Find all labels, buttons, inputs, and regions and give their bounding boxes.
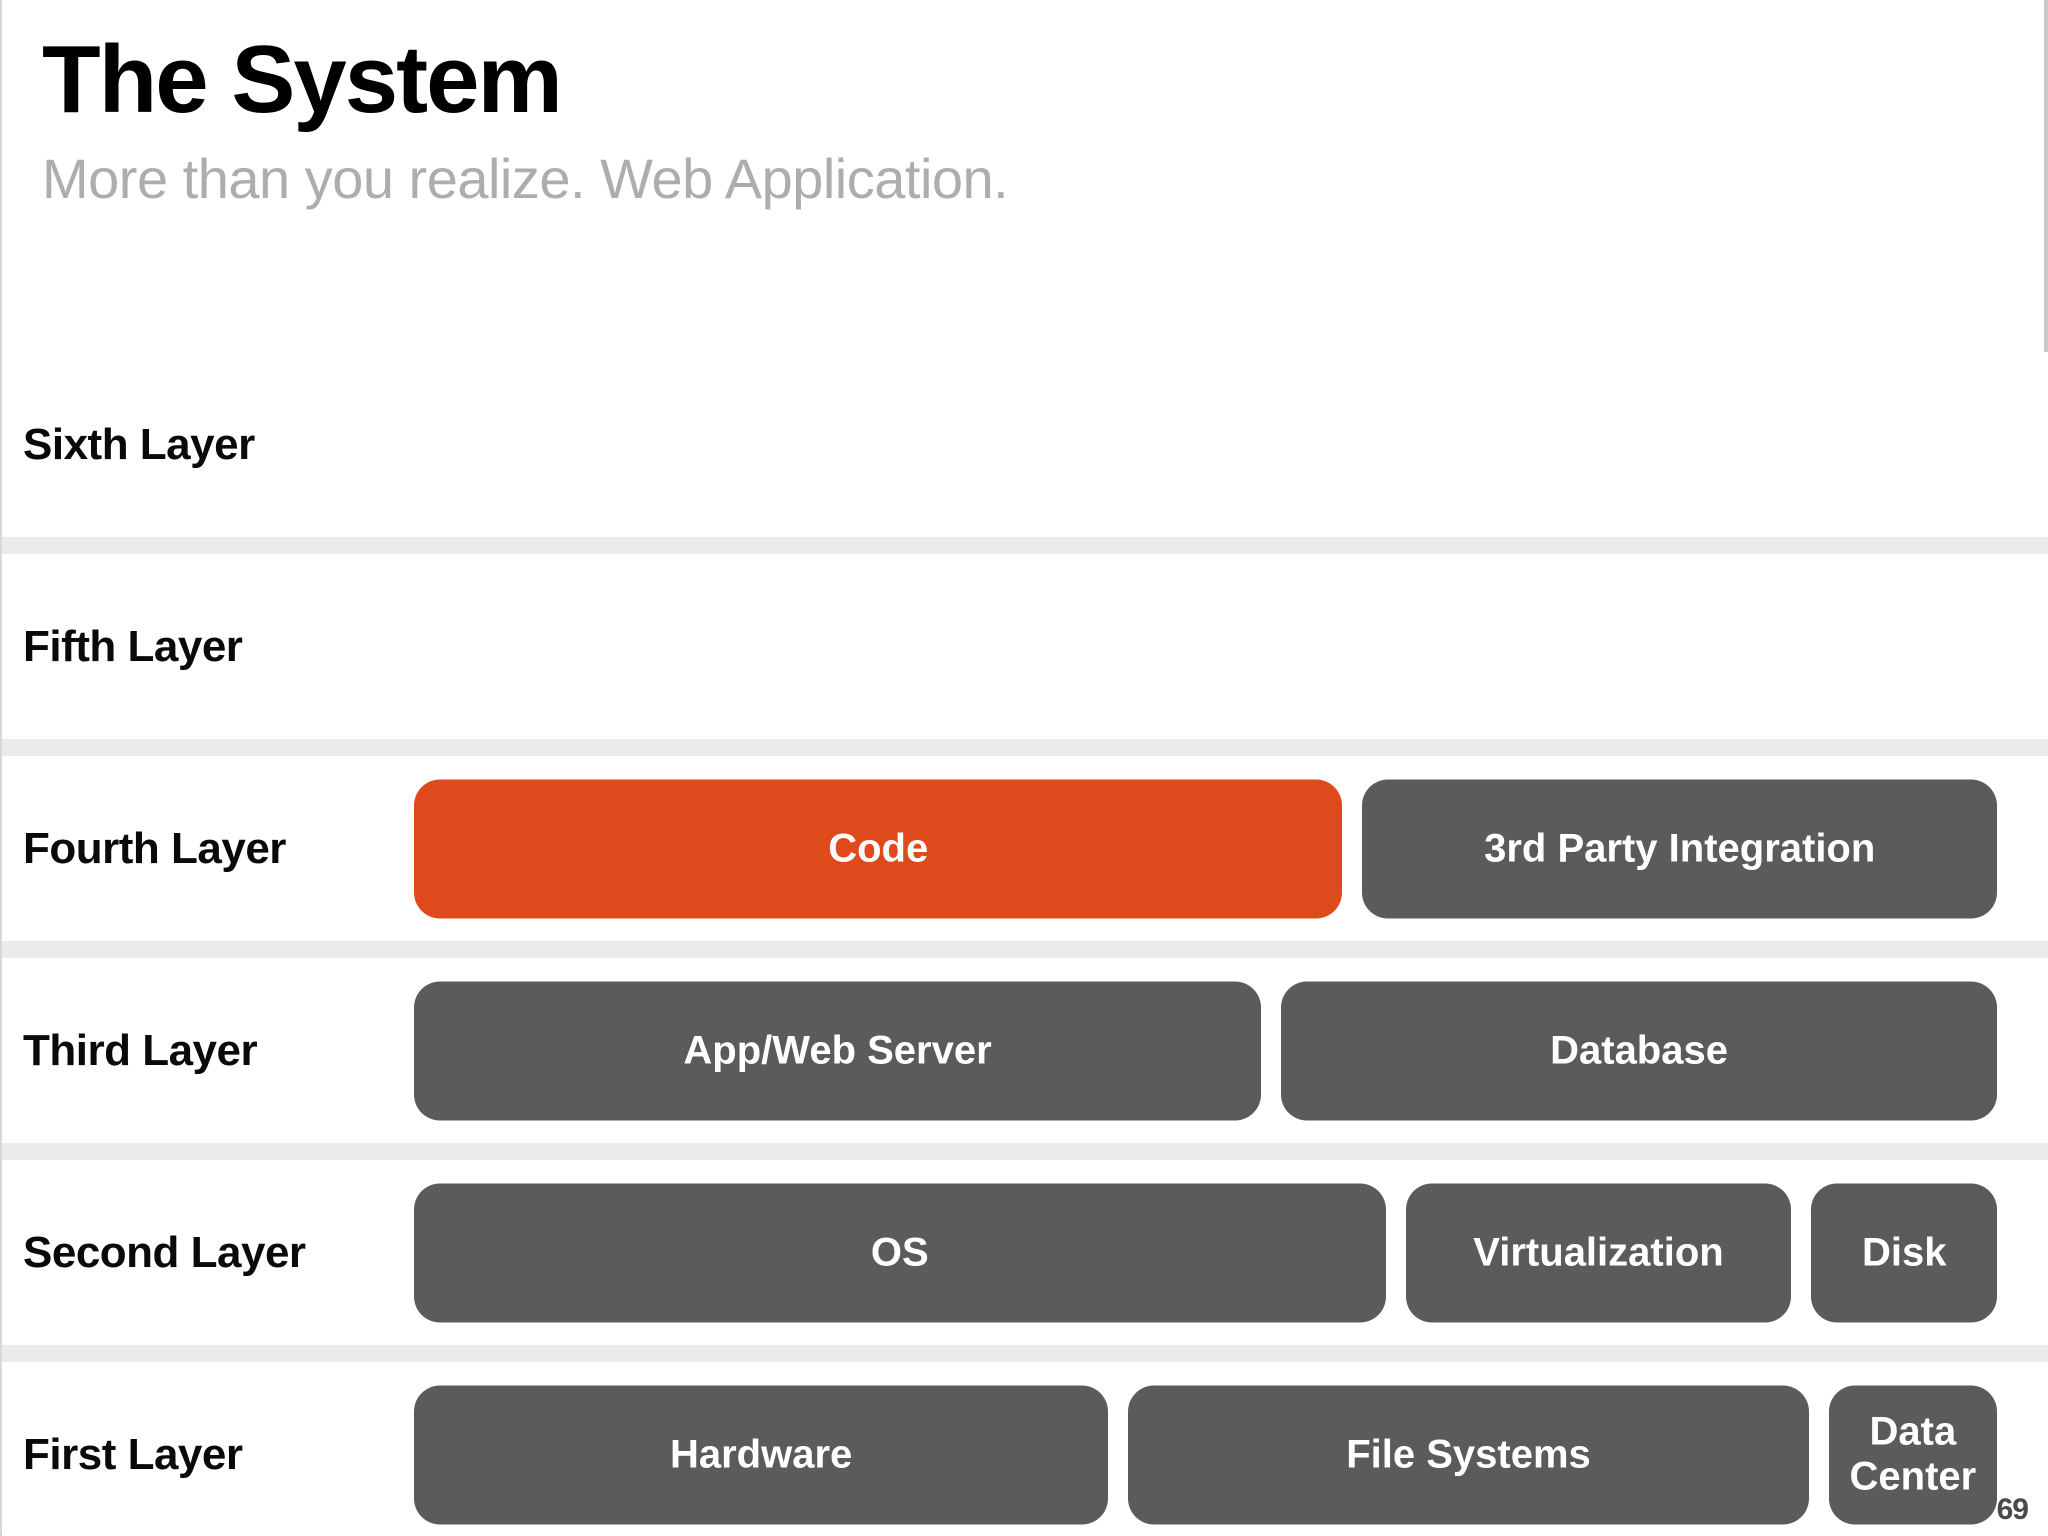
slide-header: The System More than you realize. Web Ap… (42, 26, 1942, 212)
layer-label: Fifth Layer (23, 621, 243, 671)
layer-row: Fifth Layer (2, 554, 2048, 739)
page-title: The System (42, 26, 563, 133)
layer-separator (2, 739, 2048, 756)
page-number: 69 (1996, 1493, 2029, 1526)
layer-label: Fourth Layer (23, 823, 286, 873)
layer-block[interactable]: App/Web Server (414, 981, 1262, 1120)
layer-label: Second Layer (23, 1227, 306, 1277)
layer-label: Sixth Layer (23, 419, 255, 469)
layer-block[interactable]: Virtualization (1405, 1183, 1792, 1322)
layer-row: Sixth Layer (2, 352, 2048, 537)
layer-separator (2, 537, 2048, 554)
layer-block[interactable]: Code (414, 779, 1343, 918)
page-subtitle: More than you realize. Web Application. (42, 146, 1009, 210)
layer-label: First Layer (23, 1429, 243, 1479)
layer-label: Third Layer (23, 1025, 258, 1075)
layer-separator (2, 1143, 2048, 1160)
layer-block[interactable]: 3rd Party Integration (1362, 779, 1997, 918)
layer-block[interactable]: Database (1281, 981, 1997, 1120)
layer-separator (2, 1345, 2048, 1362)
layer-separator (2, 941, 2048, 958)
layer-block[interactable]: OS (414, 1183, 1386, 1322)
layer-block[interactable]: Hardware (414, 1385, 1109, 1524)
layer-block[interactable]: File Systems (1128, 1385, 1809, 1524)
layer-block[interactable]: Disk (1811, 1183, 1997, 1322)
